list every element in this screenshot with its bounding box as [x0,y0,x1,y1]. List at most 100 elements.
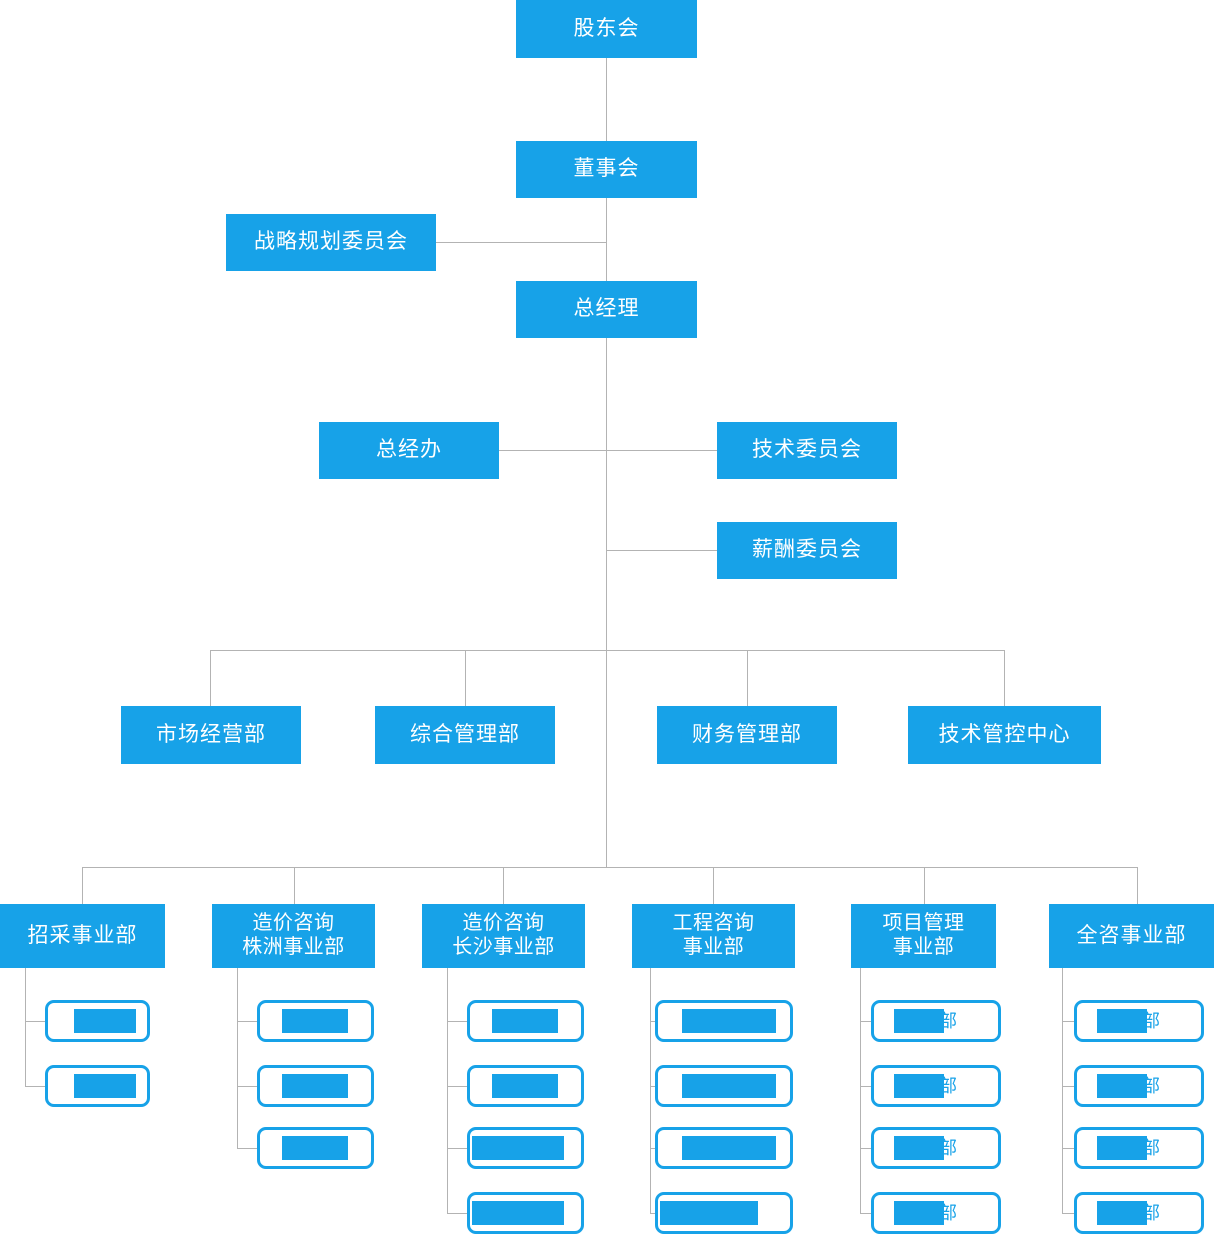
leaf-4-2[interactable]: 工 部 [655,1065,793,1107]
leaf-stub-3-2 [447,1086,467,1087]
department-drop-1 [210,650,211,706]
connector-board-gm [606,198,607,281]
connector-shareholders-board [606,58,607,141]
division-drop-6 [1137,867,1138,904]
leaf-spine-2 [237,968,238,1148]
division-bus [82,867,1137,868]
leaf-3-4[interactable]: 造 部 [467,1192,584,1234]
leaf-label: 招 部 [75,1011,120,1031]
leaf-stub-2-2 [237,1086,257,1087]
leaf-stub-6-2 [1062,1086,1074,1087]
leaf-label: 项 部 [1116,1203,1161,1223]
leaf-label: 招 部 [75,1076,120,1096]
leaf-spine-6 [1062,968,1063,1213]
leaf-stub-6-3 [1062,1148,1074,1149]
node-division-5[interactable]: 项目管理 事业部 [851,904,996,968]
leaf-stub-6-4 [1062,1213,1074,1214]
leaf-4-3[interactable]: 工 部 [655,1127,793,1169]
leaf-label: 造 部 [293,1011,338,1031]
leaf-label: 工 部 [701,1203,746,1223]
leaf-stub-4-1 [650,1021,658,1022]
leaf-5-1[interactable]: 项 部 [871,1000,1001,1042]
leaf-label: 造 部 [503,1203,548,1223]
leaf-stub-2-1 [237,1021,257,1022]
leaf-stub-4-4 [650,1213,658,1214]
leaf-5-2[interactable]: 项 部 [871,1065,1001,1107]
leaf-label: 项 部 [913,1138,958,1158]
leaf-label: 造 部 [293,1138,338,1158]
leaf-label: 工 部 [701,1138,746,1158]
department-drop-4 [1004,650,1005,706]
node-strategy-committee[interactable]: 战略规划委员会 [226,214,436,271]
leaf-3-3[interactable]: 造 部 [467,1127,584,1169]
division-drop-1 [82,867,83,904]
node-general-manager[interactable]: 总经理 [516,281,697,338]
node-tech-committee[interactable]: 技术委员会 [717,422,897,479]
leaf-stub-5-3 [860,1148,872,1149]
connector-tech-committee [606,450,717,451]
leaf-1-2[interactable]: 招 部 [45,1065,150,1107]
connector-spine-to-divisions [606,650,607,867]
leaf-label: 项 部 [913,1076,958,1096]
connector-gm-office [499,450,607,451]
leaf-stub-5-4 [860,1213,872,1214]
division-drop-2 [294,867,295,904]
leaf-3-2[interactable]: 造 部 [467,1065,584,1107]
leaf-stub-3-4 [447,1213,467,1214]
leaf-4-1[interactable]: 工 部 [655,1000,793,1042]
leaf-spine-4 [650,968,651,1213]
leaf-spine-1 [25,968,26,1086]
leaf-6-2[interactable]: 项 部 [1074,1065,1204,1107]
leaf-5-4[interactable]: 项 部 [871,1192,1001,1234]
node-gm-office[interactable]: 总经办 [319,422,499,479]
node-division-2[interactable]: 造价咨询 株洲事业部 [212,904,375,968]
connector-strategy-committee [436,242,607,243]
leaf-stub-1-2 [25,1086,45,1087]
leaf-3-1[interactable]: 造 部 [467,1000,584,1042]
node-shareholders[interactable]: 股东会 [516,0,697,58]
division-drop-5 [924,867,925,904]
leaf-2-1[interactable]: 造 部 [257,1000,374,1042]
leaf-6-3[interactable]: 项 部 [1074,1127,1204,1169]
leaf-stub-4-2 [650,1086,658,1087]
leaf-label: 项 部 [1116,1076,1161,1096]
leaf-label: 项 部 [913,1203,958,1223]
node-board[interactable]: 董事会 [516,141,697,198]
node-division-1[interactable]: 招采事业部 [0,904,165,968]
node-division-3[interactable]: 造价咨询 长沙事业部 [422,904,585,968]
leaf-2-2[interactable]: 造 部 [257,1065,374,1107]
leaf-label: 造 部 [293,1076,338,1096]
leaf-6-4[interactable]: 项 部 [1074,1192,1204,1234]
node-division-4[interactable]: 工程咨询 事业部 [632,904,795,968]
leaf-spine-3 [447,968,448,1213]
leaf-label: 项 部 [913,1011,958,1031]
department-drop-3 [747,650,748,706]
leaf-5-3[interactable]: 项 部 [871,1127,1001,1169]
node-department-finance[interactable]: 财务管理部 [657,706,837,764]
leaf-stub-4-3 [650,1148,658,1149]
leaf-1-1[interactable]: 招 部 [45,1000,150,1042]
leaf-6-1[interactable]: 项 部 [1074,1000,1204,1042]
node-department-market[interactable]: 市场经营部 [121,706,301,764]
division-drop-3 [503,867,504,904]
node-division-6[interactable]: 全咨事业部 [1049,904,1214,968]
leaf-stub-6-1 [1062,1021,1074,1022]
leaf-4-4[interactable]: 工 部 [655,1192,793,1234]
leaf-label: 造 部 [503,1011,548,1031]
leaf-label: 项 部 [1116,1138,1161,1158]
node-department-admin[interactable]: 综合管理部 [375,706,555,764]
leaf-label: 造 部 [503,1138,548,1158]
leaf-stub-2-3 [237,1148,257,1149]
leaf-stub-3-3 [447,1148,467,1149]
leaf-stub-3-1 [447,1021,467,1022]
node-comp-committee[interactable]: 薪酬委员会 [717,522,897,579]
department-drop-2 [465,650,466,706]
leaf-2-3[interactable]: 造 部 [257,1127,374,1169]
connector-gm-spine [606,338,607,651]
node-department-tech-control[interactable]: 技术管控中心 [908,706,1101,764]
leaf-label: 工 部 [701,1011,746,1031]
leaf-stub-5-1 [860,1021,872,1022]
division-drop-4 [713,867,714,904]
leaf-stub-1-1 [25,1021,45,1022]
